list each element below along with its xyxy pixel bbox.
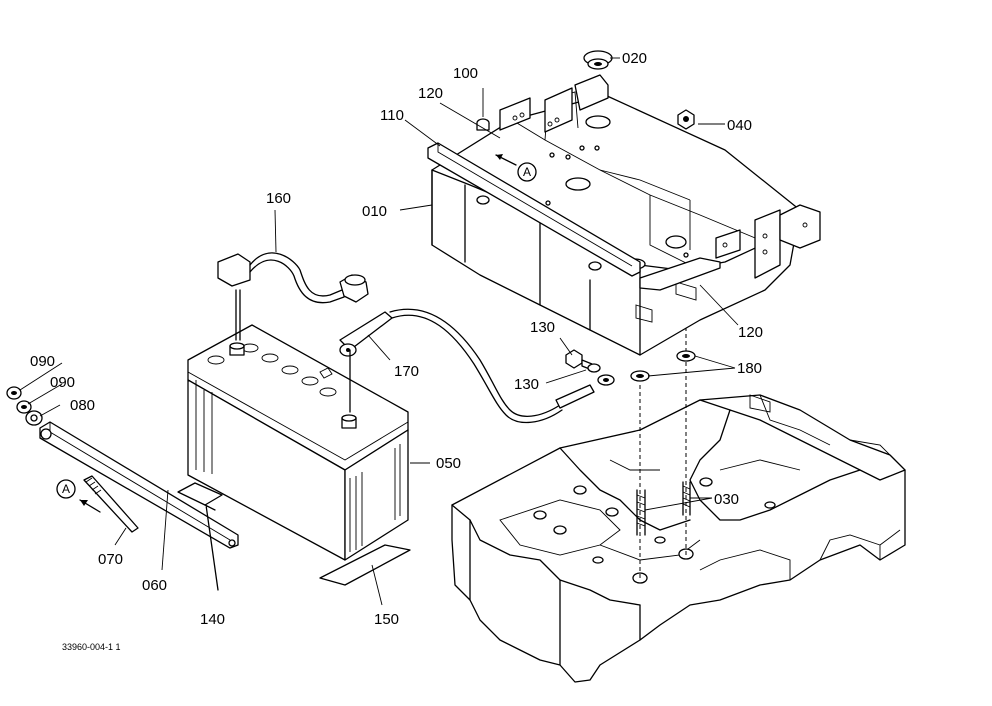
grommet-020 xyxy=(583,50,613,70)
label-150: 170 xyxy=(394,363,419,380)
battery-tray xyxy=(431,74,821,356)
label-040: 040 xyxy=(727,117,752,134)
bolt-160 xyxy=(565,349,601,373)
leader-lines xyxy=(19,57,739,606)
label-010: 010 xyxy=(362,203,387,220)
nut-040 xyxy=(677,109,695,130)
j-bolt-070: A xyxy=(56,475,139,533)
label-060: 060 xyxy=(142,577,167,594)
label-130-right: 150 xyxy=(374,611,399,628)
battery xyxy=(187,324,409,561)
label-160: 130 xyxy=(530,319,555,336)
negative-cable-150 xyxy=(339,308,615,424)
positive-cable-140 xyxy=(217,252,369,341)
washers-180 xyxy=(630,350,696,382)
hold-down-bar xyxy=(39,421,239,591)
label-110: 110 xyxy=(380,107,404,124)
stud-bolts xyxy=(636,481,691,536)
label-140: 160 xyxy=(266,190,291,207)
label-130-left: 140 xyxy=(200,611,225,628)
tray-reference-letter: A xyxy=(523,165,531,179)
label-170: 130 xyxy=(514,376,539,393)
bolt-100 xyxy=(476,118,490,131)
label-180: 180 xyxy=(737,360,762,377)
angle-bars xyxy=(427,142,721,291)
mounting-frame xyxy=(451,394,906,683)
label-070: 070 xyxy=(98,551,123,568)
label-090-upper: 090 xyxy=(30,353,55,370)
figure-code: 33960-004-1 1 xyxy=(62,642,121,652)
tray-reference-arrow: A xyxy=(495,154,537,182)
label-050: 050 xyxy=(436,455,461,472)
label-030: 030 xyxy=(714,491,739,508)
label-120-top: 120 xyxy=(418,85,443,102)
washers-nuts-left xyxy=(6,386,43,426)
label-020: 020 xyxy=(622,50,647,67)
label-080: 080 xyxy=(70,397,95,414)
part-labels: 020 040 100 120 110 010 120 180 030 050 … xyxy=(30,50,763,652)
label-120-bottom: 120 xyxy=(738,324,763,341)
bar-reference-letter: A xyxy=(62,482,70,496)
label-100: 100 xyxy=(453,65,478,82)
label-090-lower: 090 xyxy=(50,374,75,391)
battery-pads xyxy=(177,482,411,586)
